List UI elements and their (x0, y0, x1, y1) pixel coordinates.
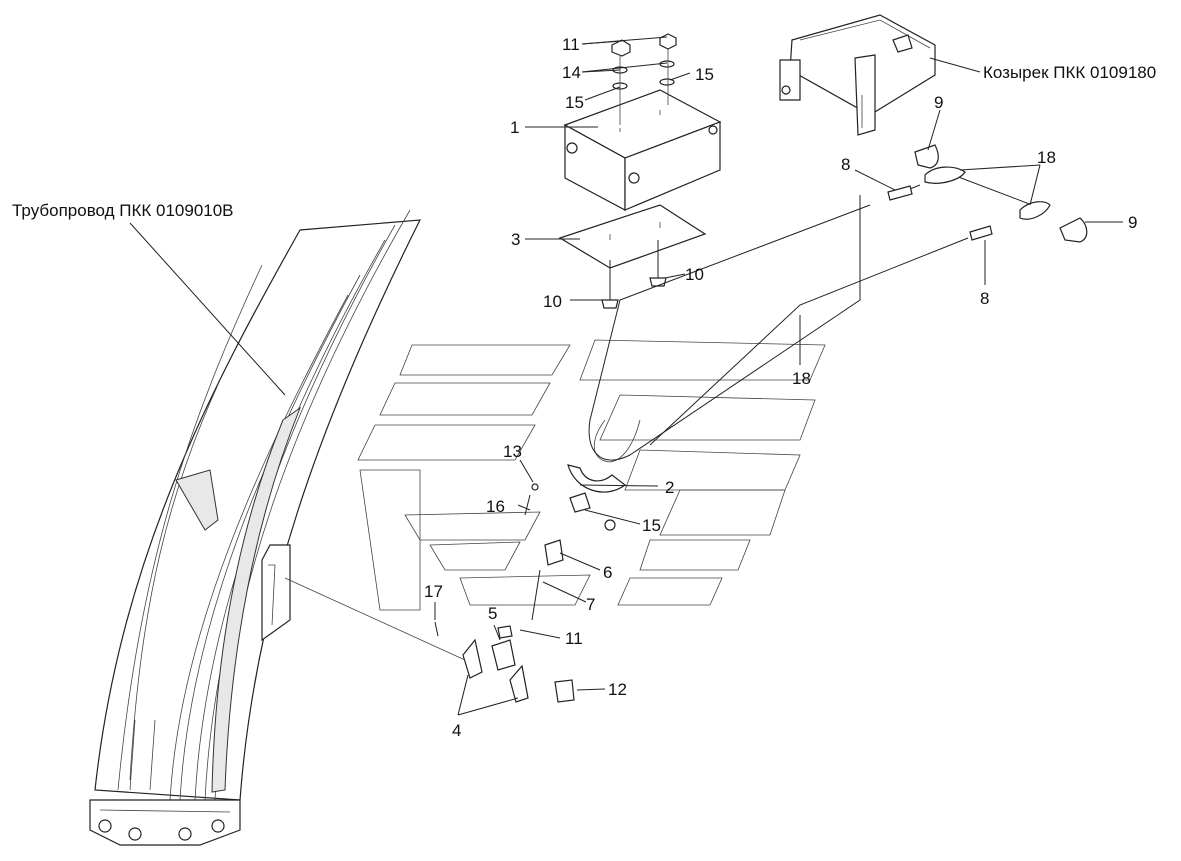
visor (779, 14, 936, 136)
callout-17: 17 (424, 582, 443, 601)
fastener-stack (611, 33, 677, 125)
callout-15-right: 15 (695, 65, 714, 84)
callout-10-right: 10 (685, 265, 704, 284)
callout-10-left: 10 (543, 292, 562, 311)
callout-13: 13 (503, 442, 522, 461)
callout-8-right: 8 (980, 289, 989, 308)
callout-2: 2 (665, 478, 674, 497)
callout-14: 14 (562, 63, 581, 82)
grating-panels (357, 339, 826, 611)
callout-18-middle: 18 (792, 369, 811, 388)
bracket-box (563, 89, 722, 211)
callout-7: 7 (586, 595, 595, 614)
callout-9-right: 9 (1128, 213, 1137, 232)
callout-4: 4 (452, 721, 461, 740)
callout-labels: 11 14 15 15 1 3 10 10 Козырек ПКК 010918… (12, 35, 1156, 740)
pipeline-reference-label: Трубопровод ПКК 0109010В (12, 201, 234, 220)
leader-lines (129, 36, 1123, 716)
callout-9-top: 9 (934, 93, 943, 112)
callout-1: 1 (510, 118, 519, 137)
callout-15-lower: 15 (642, 516, 661, 535)
visor-reference-label: Козырек ПКК 0109180 (983, 63, 1156, 82)
callout-18-top: 18 (1037, 148, 1056, 167)
callout-5: 5 (488, 604, 497, 623)
callout-16: 16 (486, 497, 505, 516)
callout-11-top: 11 (562, 35, 580, 54)
callout-12: 12 (608, 680, 627, 699)
callout-15-left: 15 (565, 93, 584, 112)
lower-mechanism (284, 464, 626, 703)
callout-6: 6 (603, 563, 612, 582)
plate (558, 204, 707, 269)
pipeline-boom (89, 209, 422, 846)
callout-11-lower: 11 (565, 629, 583, 648)
callout-8-top: 8 (841, 155, 850, 174)
callout-3: 3 (511, 230, 520, 249)
